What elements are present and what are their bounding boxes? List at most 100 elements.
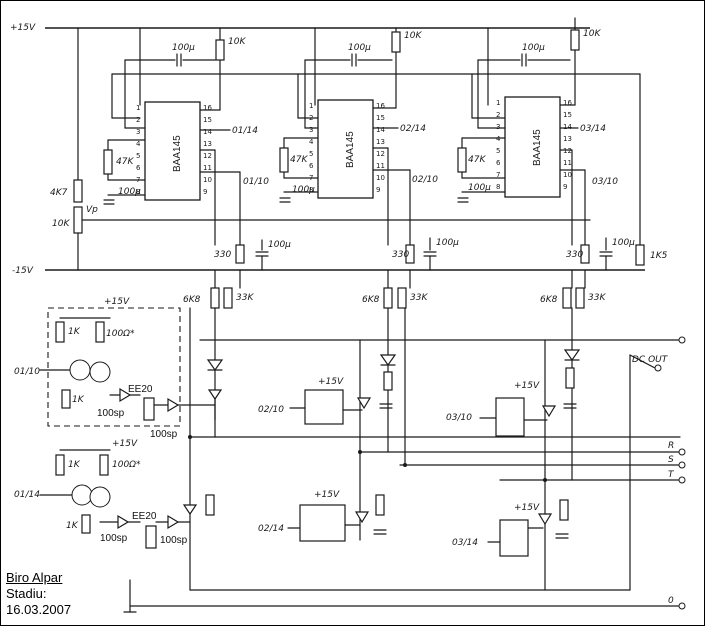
svg-text:9: 9 bbox=[203, 188, 207, 196]
svg-text:+15V: +15V bbox=[314, 490, 340, 500]
thyristor-block-02-14: 02/14 +15V bbox=[258, 490, 387, 542]
ic2-cap-label: 100µ bbox=[348, 43, 371, 53]
ic2-chip bbox=[317, 99, 374, 199]
svg-text:9: 9 bbox=[376, 186, 380, 194]
svg-text:8: 8 bbox=[136, 188, 140, 196]
ic3-cap-lo-label: 100µ bbox=[468, 183, 491, 193]
supply-components: 330 100µ 330 100µ 330 100µ 1K5 bbox=[214, 237, 668, 271]
svg-text:14: 14 bbox=[203, 128, 212, 136]
svg-text:10: 10 bbox=[563, 171, 572, 179]
ic2-r-top bbox=[391, 31, 401, 53]
ic1-group: 100µ 10K BAA145 47K 100µ 01/14 01/10 bbox=[103, 27, 269, 246]
ic3-r-side-label: 47K bbox=[468, 155, 486, 165]
svg-text:10: 10 bbox=[203, 176, 212, 184]
svg-text:100µ: 100µ bbox=[436, 238, 459, 248]
ic1-r-side-label: 47K bbox=[116, 157, 134, 167]
ic1-cap-label: 100µ bbox=[172, 43, 195, 53]
svg-text:4: 4 bbox=[496, 135, 501, 143]
svg-text:3: 3 bbox=[309, 126, 313, 134]
author-name: Biro Alpar bbox=[6, 570, 63, 585]
ic2-chip-label: BAA145 bbox=[345, 131, 356, 168]
svg-text:16: 16 bbox=[203, 104, 212, 112]
svg-text:100µ: 100µ bbox=[612, 238, 635, 248]
svg-text:+15V: +15V bbox=[514, 503, 540, 513]
svg-text:5: 5 bbox=[309, 150, 313, 158]
ic1-chip-label: BAA145 bbox=[172, 135, 183, 172]
svg-text:7: 7 bbox=[496, 171, 500, 179]
s-terminal-label: S bbox=[668, 455, 674, 465]
svg-text:8: 8 bbox=[309, 186, 313, 194]
svg-text:2: 2 bbox=[496, 111, 500, 119]
svg-text:1K: 1K bbox=[68, 327, 81, 337]
pot-label-a: 4K7 bbox=[50, 188, 68, 198]
svg-text:7: 7 bbox=[136, 176, 140, 184]
svg-text:100Ω*: 100Ω* bbox=[106, 329, 135, 339]
svg-text:15: 15 bbox=[376, 114, 385, 122]
driver1: +15V 1K 100Ω* 01/10 1K 100sp EE20 100sp bbox=[14, 297, 223, 440]
svg-text:+15V: +15V bbox=[112, 439, 138, 449]
gate-diodes bbox=[206, 349, 581, 372]
svg-text:2: 2 bbox=[136, 116, 140, 124]
svg-text:1: 1 bbox=[496, 99, 500, 107]
svg-text:1K5: 1K5 bbox=[650, 251, 668, 261]
svg-text:7: 7 bbox=[309, 174, 313, 182]
pot-label-c: Vp bbox=[86, 205, 98, 215]
svg-text:100sp: 100sp bbox=[160, 535, 188, 546]
svg-text:15: 15 bbox=[203, 116, 212, 124]
thyristor-block-03-14: 03/14 +15V bbox=[452, 499, 569, 557]
svg-text:1K: 1K bbox=[72, 395, 85, 405]
svg-text:6K8: 6K8 bbox=[183, 295, 201, 305]
ic1-r-top bbox=[215, 39, 225, 61]
ic1-pins: 1 2 3 4 5 6 7 8 16 15 14 13 12 11 10 9 bbox=[136, 104, 212, 196]
svg-text:1: 1 bbox=[136, 104, 140, 112]
svg-text:330: 330 bbox=[214, 250, 231, 260]
svg-text:14: 14 bbox=[376, 126, 385, 134]
svg-text:+15V: +15V bbox=[514, 381, 540, 391]
svg-text:100sp: 100sp bbox=[97, 408, 125, 419]
svg-text:14: 14 bbox=[563, 123, 572, 131]
driver1-frame bbox=[47, 307, 181, 427]
thyristor-block-03-10: 03/10 +15V bbox=[446, 367, 577, 437]
svg-text:1K: 1K bbox=[66, 521, 79, 531]
svg-text:33K: 33K bbox=[588, 293, 606, 303]
ic2-out-b: 02/10 bbox=[412, 175, 438, 185]
t-terminal-label: T bbox=[668, 470, 675, 480]
ic2-cap-lo-label: 100µ bbox=[292, 185, 315, 195]
ic3-chip bbox=[504, 96, 561, 198]
svg-text:33K: 33K bbox=[410, 293, 428, 303]
svg-text:33K: 33K bbox=[236, 293, 254, 303]
svg-text:2: 2 bbox=[309, 114, 313, 122]
ic2-r-side-label: 47K bbox=[290, 155, 308, 165]
svg-text:100Ω*: 100Ω* bbox=[112, 460, 141, 470]
ic3-pins: 1 2 3 4 5 6 7 8 16 15 14 13 12 11 10 9 bbox=[496, 99, 572, 191]
output-buses bbox=[123, 307, 686, 613]
svg-text:100µ: 100µ bbox=[268, 240, 291, 250]
svg-text:03/14: 03/14 bbox=[452, 538, 478, 548]
svg-text:12: 12 bbox=[563, 147, 572, 155]
svg-text:9: 9 bbox=[563, 183, 567, 191]
svg-text:11: 11 bbox=[203, 164, 212, 172]
svg-text:6: 6 bbox=[136, 164, 141, 172]
stage-label: Stadiu: bbox=[6, 586, 47, 601]
svg-text:4: 4 bbox=[136, 140, 141, 148]
ic3-group: 100µ 10K BAA145 47K 100µ 03/14 03/10 bbox=[457, 17, 641, 246]
svg-text:02/10: 02/10 bbox=[258, 405, 284, 415]
svg-text:100sp: 100sp bbox=[100, 533, 128, 544]
ic1-r-side bbox=[103, 149, 113, 175]
ic2-pins: 1 2 3 4 5 6 7 8 16 15 14 13 12 11 10 9 bbox=[309, 102, 385, 194]
svg-text:13: 13 bbox=[203, 140, 212, 148]
thyristor-block-02-10: 02/10 +15V bbox=[258, 371, 393, 425]
pot-resistor-4k7 bbox=[73, 179, 83, 203]
ic3-r-top-label: 10K bbox=[583, 29, 601, 39]
svg-text:6K8: 6K8 bbox=[362, 295, 380, 305]
svg-text:3: 3 bbox=[496, 123, 500, 131]
pos-rail-label: +15V bbox=[10, 23, 36, 33]
svg-text:EE20: EE20 bbox=[132, 511, 157, 522]
ic1-out-a: 01/14 bbox=[232, 126, 258, 136]
svg-text:3: 3 bbox=[136, 128, 140, 136]
svg-text:01/10: 01/10 bbox=[14, 367, 40, 377]
ic2-r-side bbox=[279, 147, 289, 173]
